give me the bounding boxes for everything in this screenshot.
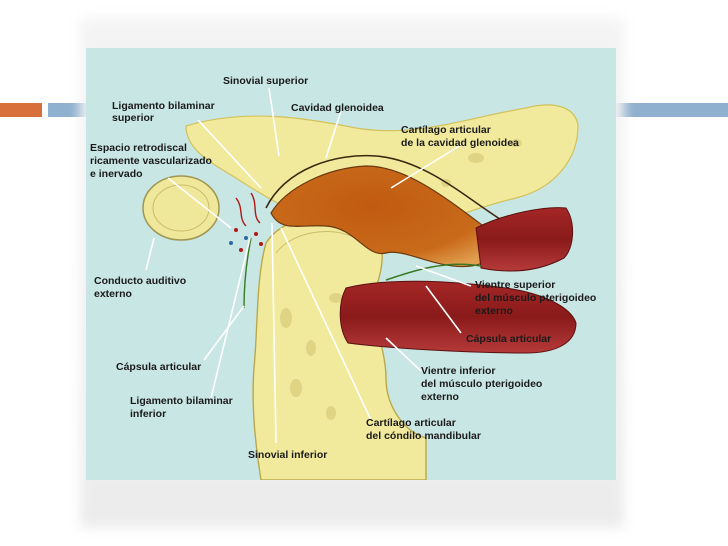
label-sinovial-superior: Sinovial superior	[223, 75, 308, 87]
label-espacio-retrodiscal: Espacio retrodiscal ricamente vasculariz…	[90, 142, 215, 180]
label-ligamento-bilaminar-inferior: Ligamento bilaminar inferior	[130, 395, 236, 420]
ear-canal	[142, 175, 220, 241]
accent-bar-blue-left	[48, 103, 88, 117]
accent-bar-orange	[0, 103, 42, 117]
capsule-line-right	[385, 263, 482, 281]
label-cartilago-condilo: Cartílago articular del cóndilo mandibul…	[366, 417, 481, 442]
retrodiscal-vessels	[229, 192, 263, 252]
label-cavidad-glenoidea: Cavidad glenoidea	[291, 102, 384, 114]
label-conducto-auditivo: Conducto auditivo externo	[94, 275, 189, 300]
capsule-line-left	[243, 237, 252, 309]
label-vientre-inferior: Vientre inferior del músculo pterigoideo…	[421, 365, 545, 403]
tmj-diagram-svg: Sinovial superior Ligamento bilaminar su…	[86, 48, 616, 480]
label-capsula-articular-right: Cápsula articular	[466, 333, 551, 345]
label-sinovial-inferior: Sinovial inferior	[248, 449, 327, 461]
lateral-pterygoid-lower	[339, 280, 577, 354]
accent-bar-blue-right	[614, 103, 728, 117]
label-ligamento-bilaminar-superior: Ligamento bilaminar superior	[112, 100, 218, 124]
label-vientre-superior: Vientre superior del músculo pterigoideo…	[475, 279, 599, 317]
synovial-superior-line	[265, 154, 507, 224]
leader-lines	[145, 87, 472, 444]
label-capsula-articular-left: Cápsula articular	[116, 361, 201, 373]
diagram-labels: Sinovial superior Ligamento bilaminar su…	[90, 75, 599, 461]
bone-texture	[280, 139, 522, 420]
lateral-pterygoid-upper	[475, 207, 573, 272]
tmj-anatomy-figure: Sinovial superior Ligamento bilaminar su…	[86, 48, 616, 480]
label-cartilago-cavidad: Cartílago articular de la cavidad glenoi…	[401, 124, 519, 149]
